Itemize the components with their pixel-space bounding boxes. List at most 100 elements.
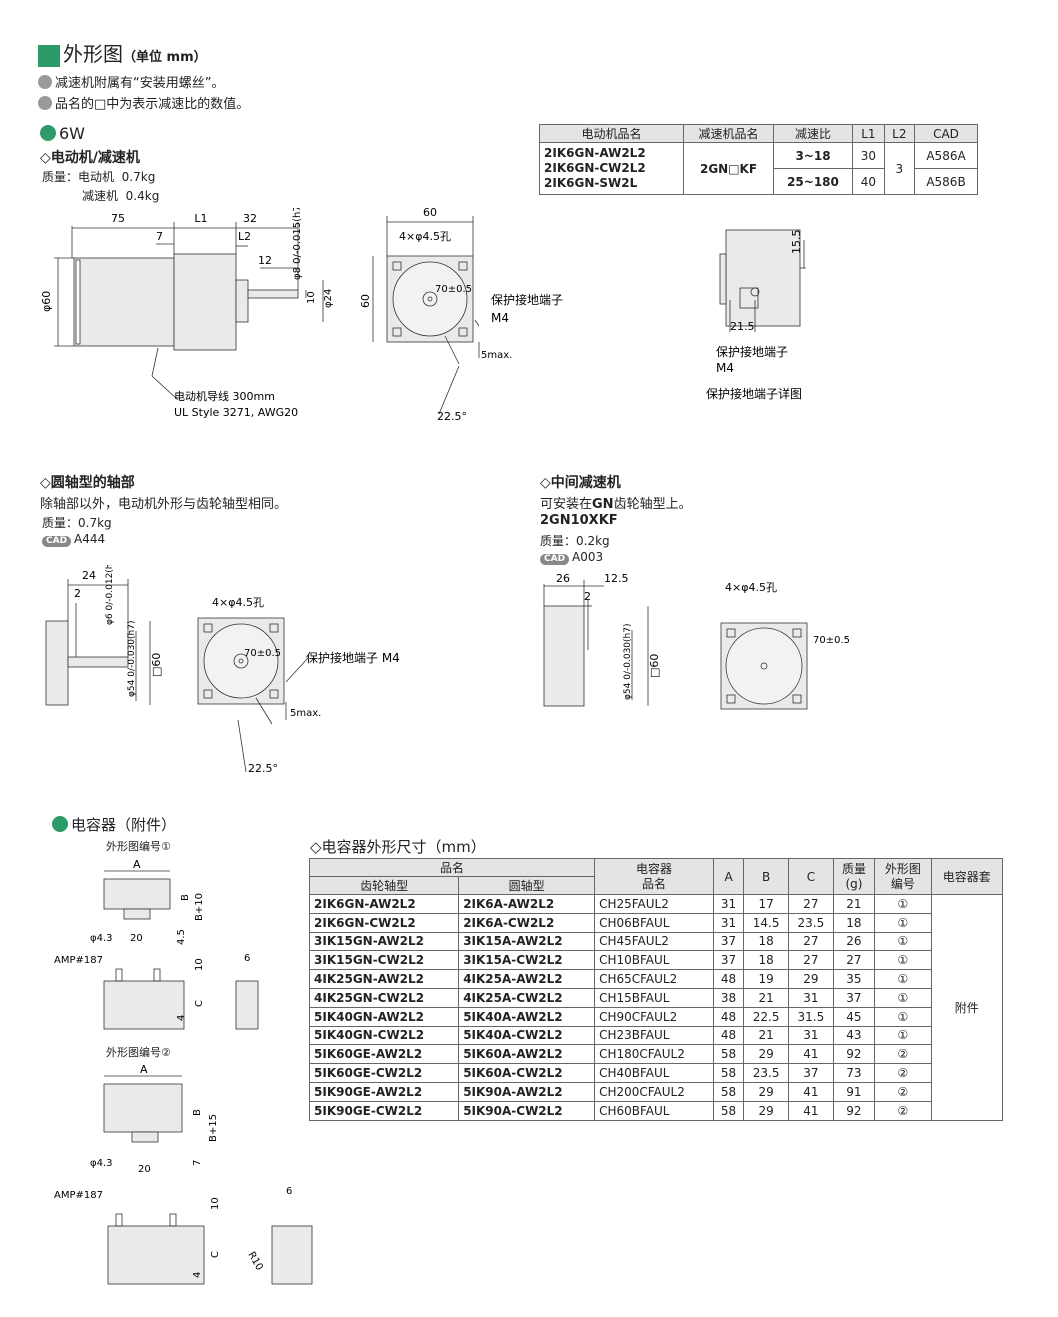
gearhead-name: 2GN□KF (683, 142, 774, 195)
table-cell: 5IK40GN-AW2L2 (308, 1006, 460, 1027)
motor-gear-title: ◇电动机/减速机 (40, 150, 140, 166)
capacitor-set-value: 附件 (930, 894, 1004, 1121)
th-gear: 齿轮轴型 (308, 876, 460, 895)
title-square-icon (38, 44, 60, 67)
th-c: C (788, 858, 834, 895)
table-cell: 2IK6A-AW2L2 (458, 894, 596, 914)
terminal-note: 保护接地端子 (491, 292, 563, 307)
table-cell: 58 (712, 1044, 745, 1065)
table-cell: ① (874, 931, 932, 952)
motor-table: 电动机品名 减速机品名 减速比 L1 L2 CAD 2IK6GN-AW2L2 2… (538, 124, 978, 195)
label-c: C (210, 1251, 221, 1258)
table-cell: 48 (712, 969, 745, 989)
table-cell: 2IK6GN-CW2L2 (308, 912, 460, 933)
dim-phi54: φ54 0/-0.030(h7) (127, 621, 137, 697)
dim-phi24: φ24 (323, 289, 334, 308)
table-cell: 5IK90GE-AW2L2 (308, 1081, 460, 1102)
table-cell: 29 (743, 1081, 790, 1102)
dim-l1: L1 (194, 212, 207, 225)
th-round: 圆轴型 (458, 876, 596, 895)
lead-note: 电动机导线 300mm (174, 389, 275, 403)
th-a: A (712, 858, 745, 895)
dim-phi54: φ54 0/-0.030(h7) (623, 624, 633, 700)
m4-note: M4 (491, 311, 509, 325)
bullet-icon (52, 816, 68, 832)
motor-front-drawing: 60 4×φ4.5孔 60 70±0.5 5max. 22.5° 保护接地端子 … (359, 208, 563, 423)
dim-24: 24 (82, 569, 96, 582)
th-cad: CAD (914, 124, 978, 143)
dim-2: 2 (584, 590, 591, 603)
table-cell: 31 (712, 894, 745, 914)
table-cell: ② (874, 1044, 932, 1065)
max-note: 5max. (481, 350, 512, 361)
table-cell: 21 (743, 987, 790, 1008)
table-cell: ① (874, 950, 932, 971)
intermediate-front-drawing: 4×φ4.5孔 70±0.5 (720, 581, 850, 710)
cad-badge: CAD (540, 554, 570, 565)
angle-note: 22.5° (437, 410, 467, 423)
table-cell: 5IK40A-CW2L2 (458, 1025, 596, 1046)
table-cell: 92 (832, 1100, 876, 1121)
round-shaft-mass: 质量：0.7kg (42, 516, 112, 530)
table-cell: ② (874, 1063, 932, 1083)
table-cell: 58 (712, 1100, 745, 1121)
intermediate-desc: 可安装在GN齿轮轴型上。 (540, 497, 692, 512)
dim-12: 12 (258, 254, 272, 267)
table-cell: 92 (832, 1044, 876, 1065)
th-b: B (743, 858, 790, 895)
l1-1: 30 (852, 142, 885, 169)
table-cell: 4IK25A-CW2L2 (458, 987, 596, 1008)
cad-1: A586A (914, 142, 978, 169)
table-cell: 23.5 (743, 1063, 790, 1083)
table-cell: ① (874, 969, 932, 989)
table-cell: CH90CFAUL2 (594, 1006, 714, 1027)
dim-l2: L2 (238, 230, 251, 243)
dim-32: 32 (243, 212, 257, 225)
table-cell: 5IK40A-AW2L2 (458, 1006, 596, 1027)
label-amp: AMP#187 (54, 1190, 103, 1201)
dim-phi60: φ60 (40, 291, 53, 312)
label-4: 4 (176, 1015, 187, 1021)
dim-21-5: 21.5 (730, 320, 755, 333)
table-cell: 2IK6A-CW2L2 (458, 912, 596, 933)
label-r10: R10 (245, 1250, 264, 1273)
terminal-label: 保护接地端子 (716, 344, 788, 359)
label-b: B (192, 1109, 203, 1116)
dim-12-5: 12.5 (604, 572, 629, 585)
th-motor: 电动机品名 (538, 124, 685, 143)
capacitor-table-title: ◇电容器外形尺寸（mm） (310, 838, 486, 856)
table-cell: 35 (832, 969, 876, 989)
table-cell: CH200CFAUL2 (594, 1081, 714, 1102)
holes-note: 4×φ4.5孔 (399, 230, 451, 243)
table-cell: 4IK25A-AW2L2 (458, 969, 596, 989)
motor-names: 2IK6GN-AW2L2 2IK6GN-CW2L2 2IK6GN-SW2L (538, 142, 685, 195)
label-a: A (140, 1063, 148, 1076)
dim-60-top: 60 (423, 208, 437, 219)
label-phi43: φ4.3 (90, 933, 113, 944)
bullet-icon (38, 96, 52, 110)
table-cell: 27 (788, 894, 834, 914)
capacitor-table: 品名 电容器 品名 A B C 质量 (g) 外形图 编号 电容器套 齿轮轴型 … (308, 858, 1004, 1121)
table-cell: 37 (788, 1063, 834, 1083)
table-cell: CH10BFAUL (594, 950, 714, 971)
round-shaft-desc: 除轴部以外，电动机外形与齿轮轴型相同。 (40, 497, 288, 512)
table-cell: 5IK60GE-AW2L2 (308, 1044, 460, 1065)
pcd-label: 70±0.5 (244, 648, 281, 659)
dim-phi6: φ6 0/-0.012(h7) (105, 565, 115, 625)
table-cell: 18 (743, 931, 790, 952)
table-cell: 29 (743, 1100, 790, 1121)
table-cell: 27 (832, 950, 876, 971)
table-cell: 4IK25GN-AW2L2 (308, 969, 460, 989)
table-cell: 23.5 (788, 912, 834, 933)
table-cell: 41 (788, 1100, 834, 1121)
label-b: B (180, 894, 191, 901)
table-cell: 3IK15GN-AW2L2 (308, 931, 460, 952)
table-cell: 31 (788, 1025, 834, 1046)
table-cell: ① (874, 1006, 932, 1027)
table-cell: 5IK60GE-CW2L2 (308, 1063, 460, 1083)
